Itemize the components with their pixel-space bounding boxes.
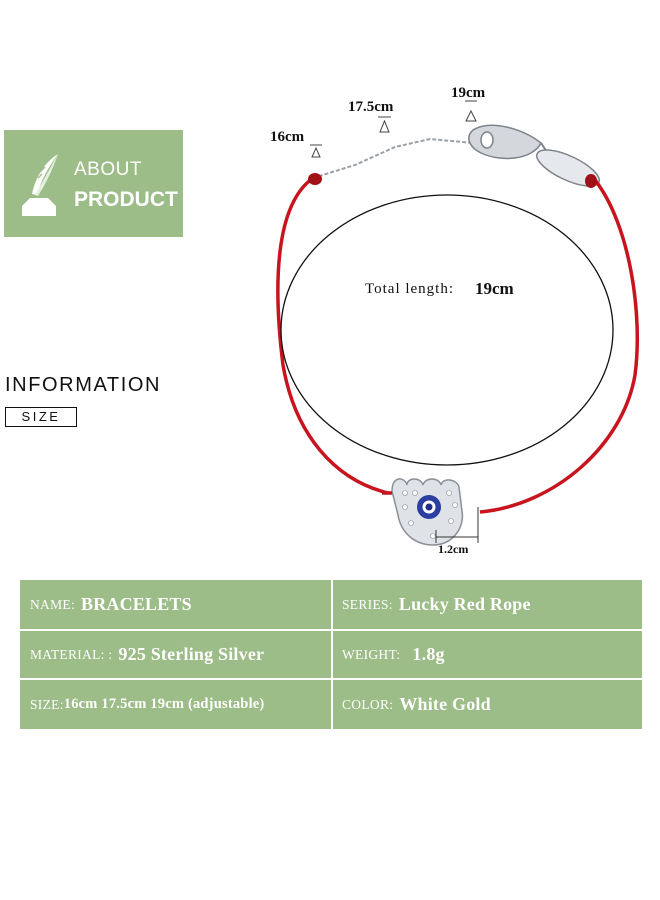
marker-triangle-19: [465, 100, 477, 122]
information-heading: INFORMATION: [5, 374, 162, 396]
size-circle: [280, 194, 614, 466]
charm-width-marker: [435, 507, 479, 543]
red-rope-right: [479, 178, 640, 514]
hamsa-charm: [391, 478, 464, 546]
size-label-175: 17.5cm: [348, 99, 394, 115]
spec-value-material: 925 Sterling Silver: [118, 644, 265, 664]
spec-label-weight: WEIGHT:: [342, 646, 401, 662]
marker-triangle-16: [310, 144, 322, 158]
about-line-about: ABOUT: [74, 159, 142, 180]
spec-value-series: Lucky Red Rope: [398, 594, 531, 614]
spec-value-name: BRACELETS: [81, 594, 192, 614]
spec-color: COLOR: White Gold: [342, 680, 491, 729]
spec-label-color: COLOR:: [342, 696, 394, 712]
spec-value-color: White Gold: [399, 694, 491, 714]
quill-ink-icon: [22, 154, 58, 216]
spec-material: MATERIAL: : 925 Sterling Silver: [30, 631, 264, 678]
spec-series: SERIES: Lucky Red Rope: [342, 580, 531, 629]
rope-knot-left: [308, 173, 322, 185]
size-label-19: 19cm: [451, 85, 486, 101]
bracelet-diagram: 16cm 17.5cm 19cm Total length: 19cm: [270, 85, 640, 556]
spec-label-material: MATERIAL: :: [30, 646, 113, 662]
spec-label-name: NAME:: [30, 596, 75, 612]
spec-name: NAME: BRACELETS: [30, 580, 192, 629]
lobster-clasp: [468, 124, 550, 160]
spec-size: SIZE: 16cm 17.5cm 19cm (adjustable): [30, 680, 264, 729]
charm-width-label: 1.2cm: [438, 542, 468, 556]
total-length-label: Total length:: [365, 281, 454, 297]
spec-value-size: 16cm 17.5cm 19cm (adjustable): [63, 696, 265, 712]
spec-weight: WEIGHT: 1.8g: [342, 631, 445, 678]
red-rope-left: [276, 176, 389, 495]
spec-label-size: SIZE:: [30, 696, 64, 712]
extension-chain: [312, 137, 474, 179]
about-line-product: PRODUCT: [74, 188, 178, 211]
size-badge: SIZE: [5, 407, 77, 427]
spec-label-series: SERIES:: [342, 596, 393, 612]
specs-table: NAME: BRACELETS SERIES: Lucky Red Rope M…: [20, 580, 642, 729]
size-label-16: 16cm: [270, 129, 305, 145]
marker-triangle-175: [378, 116, 391, 133]
total-length-value: 19cm: [475, 279, 514, 298]
about-product-badge: ABOUT PRODUCT: [4, 130, 183, 237]
rope-knot-right: [585, 174, 597, 188]
spec-value-weight: 1.8g: [412, 644, 445, 664]
